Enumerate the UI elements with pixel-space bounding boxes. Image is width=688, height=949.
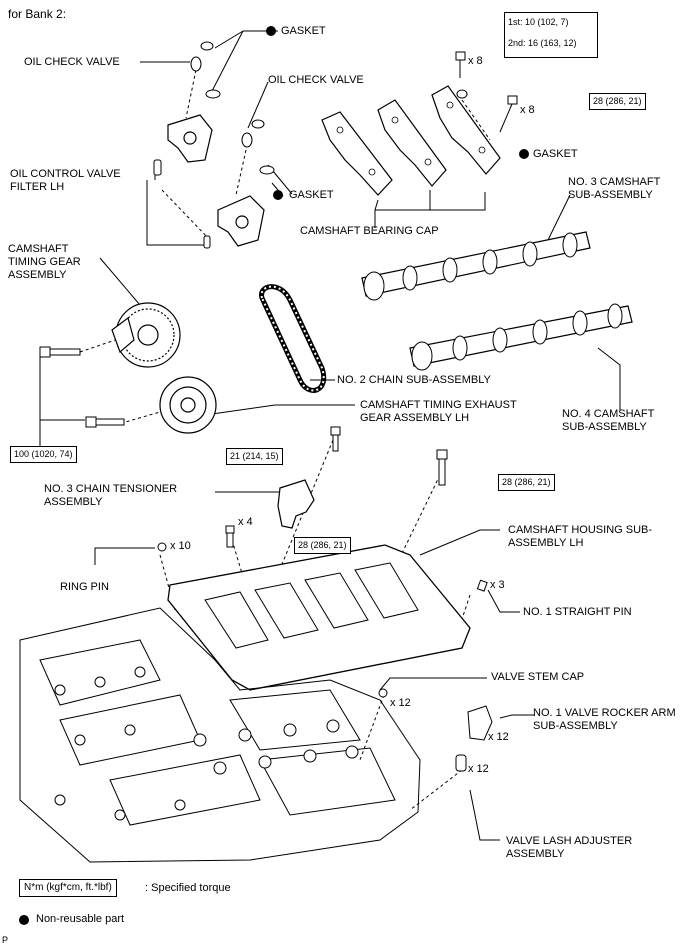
torque-box: 28 (286, 21)	[589, 93, 646, 110]
label-gasket-mid: GASKET	[289, 189, 334, 201]
quantity-label: x 8	[468, 55, 483, 67]
torque-box: 28 (286, 21)	[294, 537, 351, 554]
label-camshaft-timing-gear: CAMSHAFT TIMING GEAR ASSEMBLY	[8, 243, 81, 281]
torque-box: 28 (286, 21)	[498, 474, 555, 491]
label-no4-camshaft: NO. 4 CAMSHAFT SUB-ASSEMBLY	[562, 408, 655, 433]
quantity-label: x 8	[520, 104, 535, 116]
torque-second: 2nd: 16 (163, 12)	[508, 38, 577, 48]
label-ring-pin: RING PIN	[60, 581, 109, 593]
label-oil-check-valve: OIL CHECK VALVE	[24, 56, 120, 68]
label-valve-lash-adjuster: VALVE LASH ADJUSTER ASSEMBLY	[506, 835, 633, 860]
label-no1-valve-rocker-arm: NO. 1 VALVE ROCKER ARM SUB-ASSEMBLY	[533, 707, 676, 732]
label-oil-check-valve: OIL CHECK VALVE	[268, 74, 364, 86]
quantity-label: x 10	[170, 540, 191, 552]
quantity-label: x 3	[490, 579, 505, 591]
nonreusable-mark	[273, 190, 283, 200]
label-gasket-right: GASKET	[533, 148, 578, 160]
label-exhaust-gear: CAMSHAFT TIMING EXHAUST GEAR ASSEMBLY LH	[360, 399, 517, 424]
footer-mark: P	[2, 935, 9, 945]
nonreusable-mark	[266, 26, 276, 36]
torque-box: 100 (1020, 74)	[10, 446, 77, 463]
legend-torque-desc: : Specified torque	[145, 882, 231, 894]
label-no3-camshaft: NO. 3 CAMSHAFT SUB-ASSEMBLY	[568, 176, 661, 201]
torque-first: 1st: 10 (102, 7)	[508, 17, 569, 27]
diagram-title: for Bank 2:	[8, 7, 67, 21]
legend-nonreusable: Non-reusable part	[36, 913, 125, 925]
quantity-label: x 12	[390, 697, 411, 709]
label-valve-stem-cap: VALVE STEM CAP	[491, 671, 585, 683]
label-gasket-top: GASKET	[281, 25, 326, 37]
quantity-label: x 12	[488, 731, 509, 743]
legend-torque-unit: N*m (kgf*cm, ft.*lbf)	[19, 879, 117, 897]
label-no3-chain-tensioner: NO. 3 CHAIN TENSIONER ASSEMBLY	[44, 483, 178, 508]
torque-box-bearing-cap: 1st: 10 (102, 7) 2nd: 16 (163, 12)	[504, 12, 598, 58]
label-oil-control-valve-filter: OIL CONTROL VALVE FILTER LH	[10, 168, 121, 193]
label-no2-chain: NO. 2 CHAIN SUB-ASSEMBLY	[337, 374, 491, 386]
label-camshaft-housing: CAMSHAFT HOUSING SUB-ASSEMBLY LH	[508, 524, 653, 549]
nonreusable-mark	[519, 149, 529, 159]
label-camshaft-bearing-cap: CAMSHAFT BEARING CAP	[300, 225, 439, 237]
nonreusable-legend-mark	[19, 915, 29, 925]
torque-box: 21 (214, 15)	[226, 448, 283, 465]
label-no1-straight-pin: NO. 1 STRAIGHT PIN	[523, 606, 632, 618]
quantity-label: x 12	[468, 763, 489, 775]
quantity-label: x 4	[238, 516, 253, 528]
